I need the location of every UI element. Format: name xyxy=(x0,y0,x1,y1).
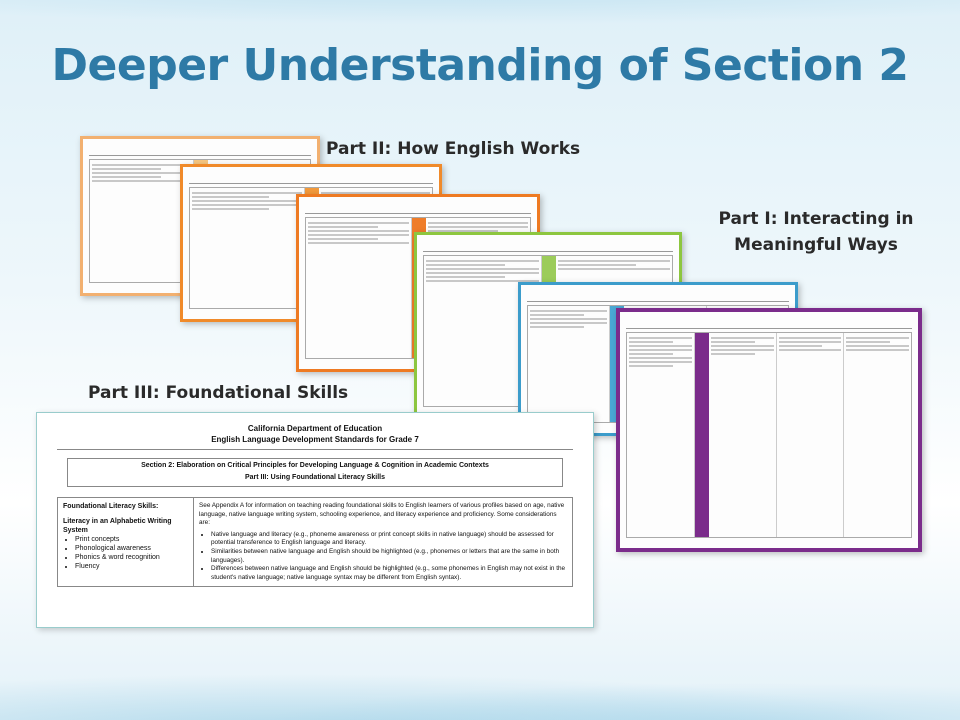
label-part-3: Part III: Foundational Skills xyxy=(88,383,349,403)
list-item: Print concepts xyxy=(75,535,188,544)
left-subheading: Literacy in an Alphabetic Writing System xyxy=(63,518,172,534)
doc-table-right-cell: See Appendix A for information on teachi… xyxy=(194,498,572,586)
label-part-1-line-2: Meaningful Ways xyxy=(734,235,898,255)
doc-table-left-cell: Foundational Literacy Skills: Literacy i… xyxy=(58,498,194,586)
label-part-2: Part II: How English Works xyxy=(326,139,581,159)
list-item: Phonics & word recognition xyxy=(75,553,188,562)
label-part-1: Part I: Interacting in Meaningful Ways xyxy=(700,206,932,258)
slide-title: Deeper Understanding of Section 2 xyxy=(51,40,909,91)
doc-thumbnail-purple xyxy=(616,308,922,552)
background-wave-top xyxy=(0,0,960,60)
doc-table: Foundational Literacy Skills: Literacy i… xyxy=(57,497,573,587)
right-intro: See Appendix A for information on teachi… xyxy=(199,502,565,527)
list-item: Similarities between native language and… xyxy=(211,548,567,565)
list-item: Fluency xyxy=(75,562,188,571)
foundational-skills-document: California Department of Education Engli… xyxy=(36,412,594,628)
doc-header-standards: English Language Development Standards f… xyxy=(57,434,573,450)
label-part-1-line-1: Part I: Interacting in xyxy=(718,209,914,229)
list-item: Native language and literacy (e.g., phon… xyxy=(211,531,567,548)
doc-section-part: Part III: Using Foundational Literacy Sk… xyxy=(67,473,563,487)
doc-section-title: Section 2: Elaboration on Critical Princ… xyxy=(67,458,563,473)
list-item: Phonological awareness xyxy=(75,544,188,553)
doc-header-department: California Department of Education xyxy=(247,424,383,433)
left-heading: Foundational Literacy Skills: xyxy=(63,503,159,510)
list-item: Differences between native language and … xyxy=(211,565,567,582)
